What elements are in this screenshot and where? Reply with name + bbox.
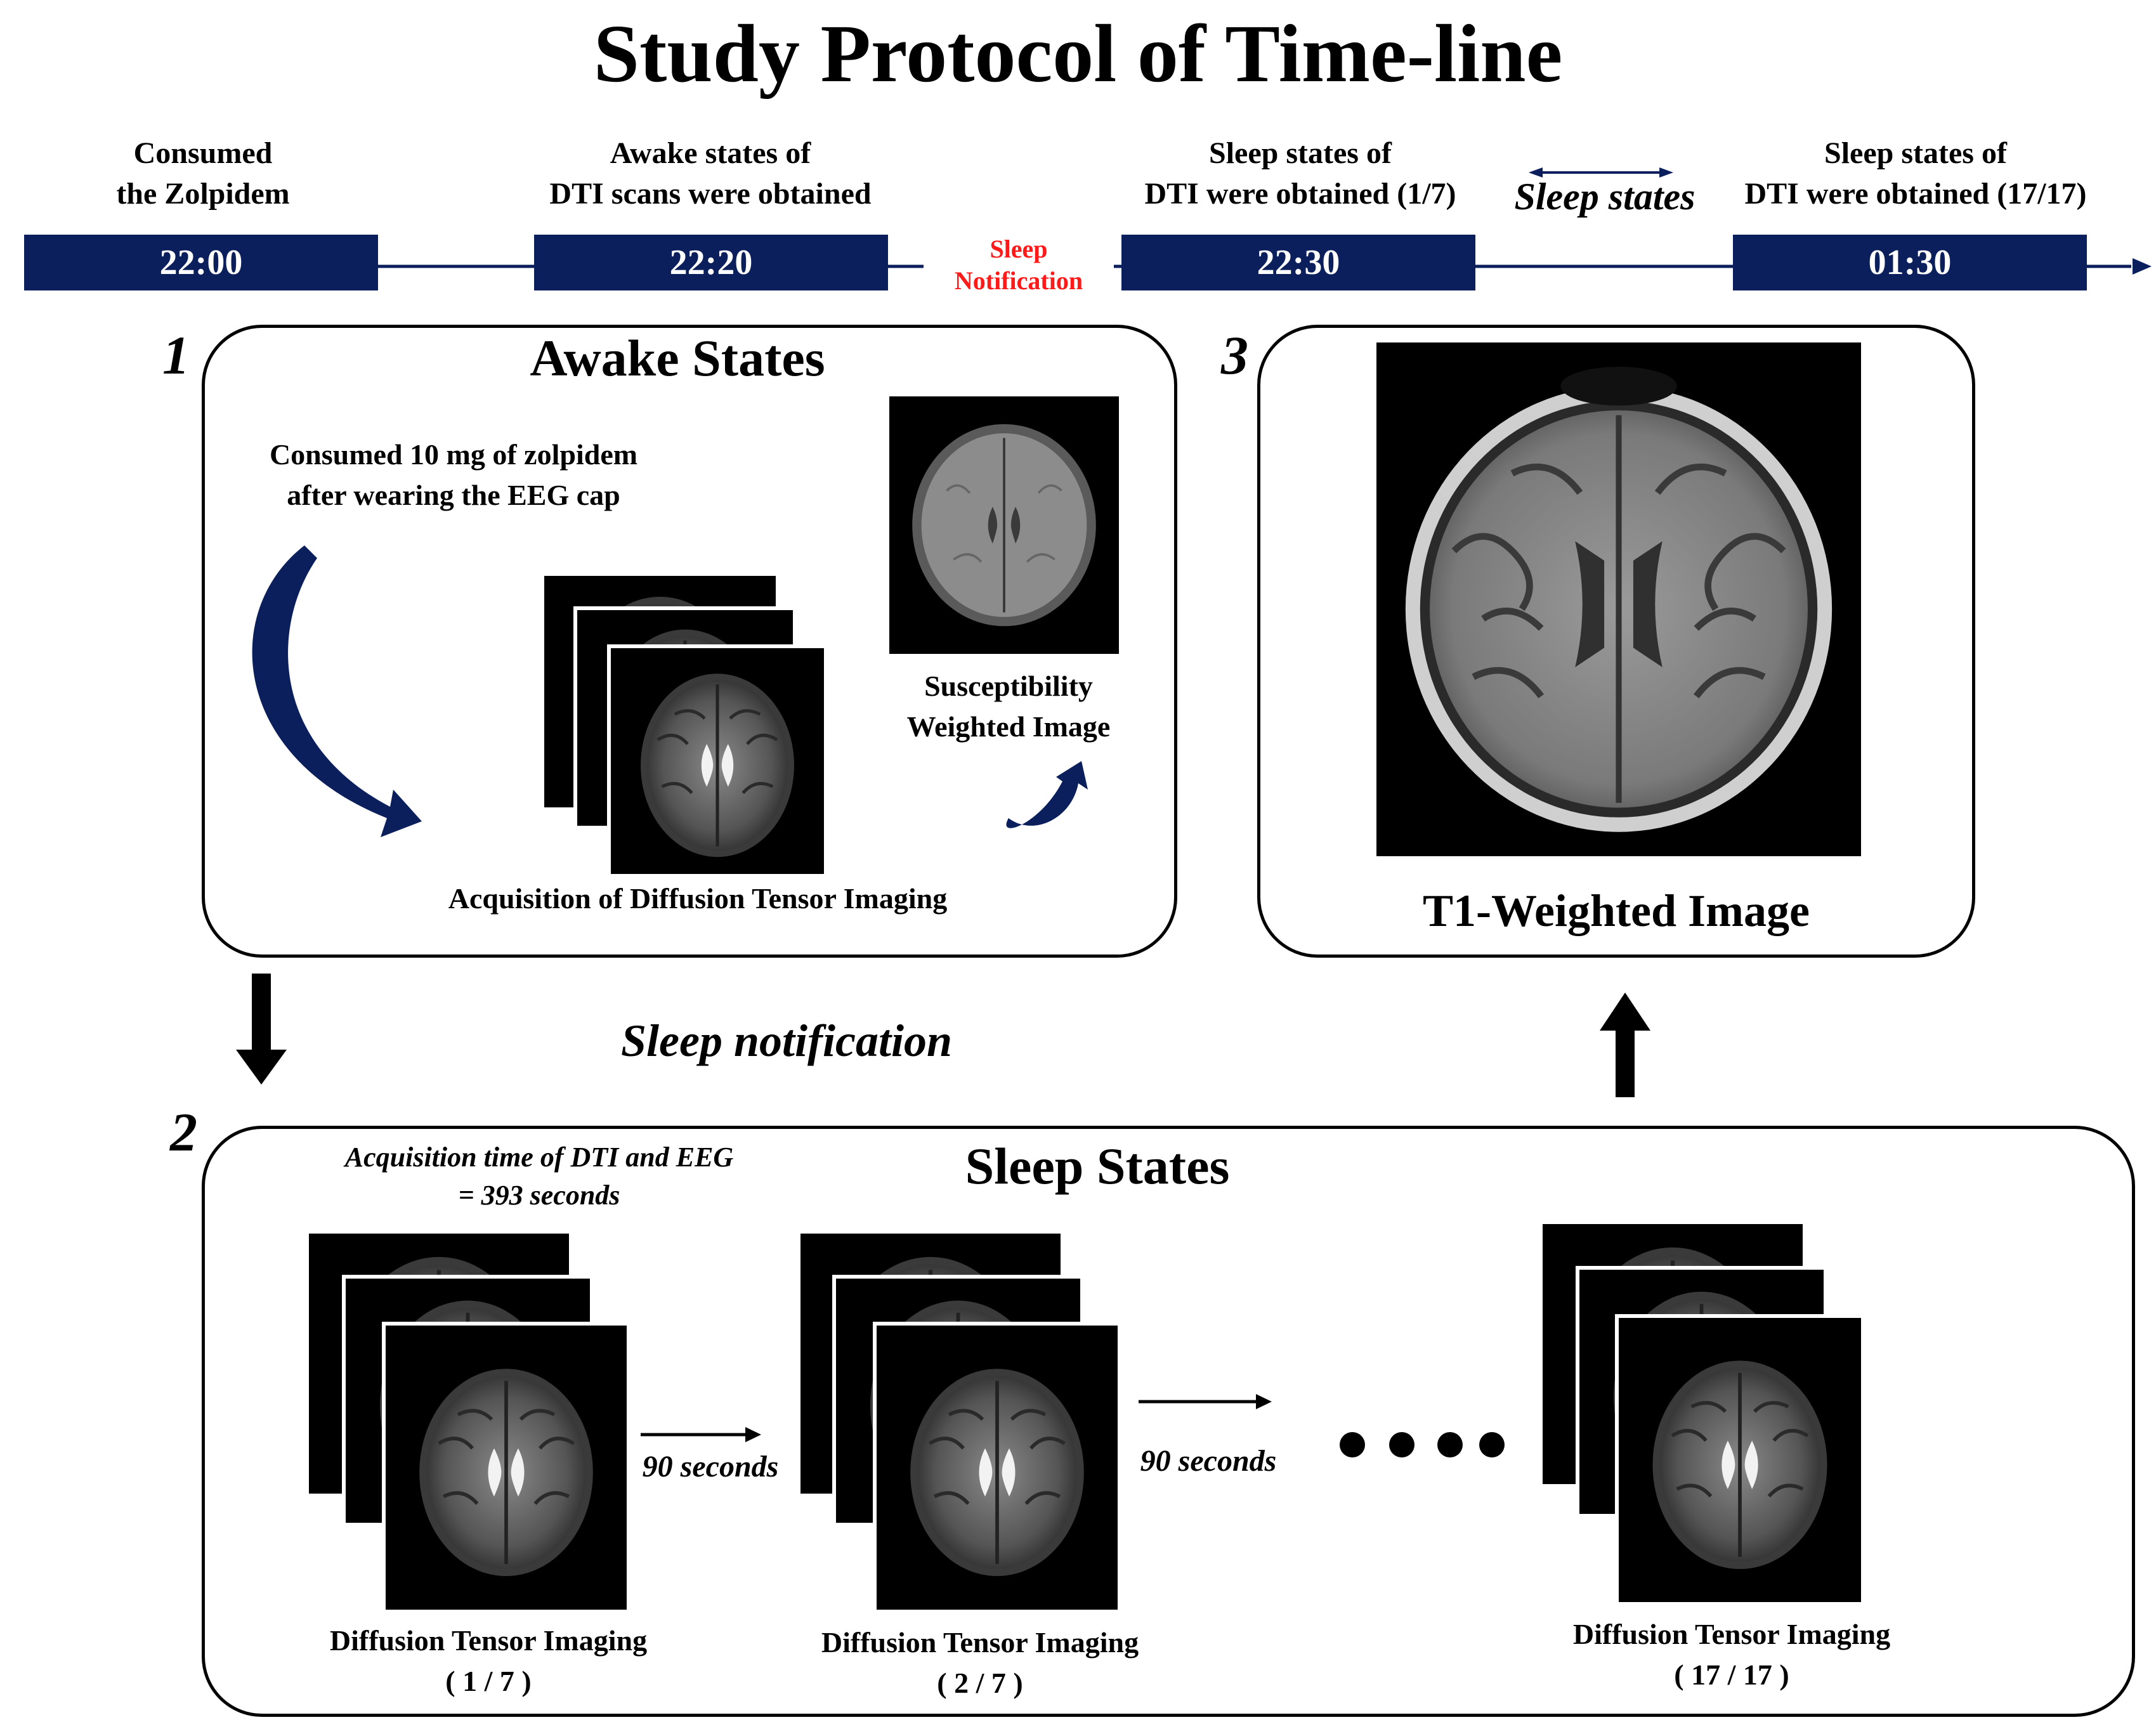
- panel-t1-weighted: [1257, 325, 1975, 958]
- sleep-dti-2-caption: Diffusion Tensor Imaging( 2 / 7 ): [821, 1626, 1139, 1699]
- panel-sleep-states: [202, 1126, 2135, 1717]
- panel-awake-states: [202, 325, 1177, 958]
- acquisition-time-note: Acquisition time of DTI and EEG= 393 sec…: [344, 1142, 734, 1211]
- sleep-notification-label: Sleep notification: [621, 1015, 952, 1066]
- panel-3-number: 3: [1221, 325, 1248, 386]
- swi-image: [889, 396, 1119, 654]
- sleep-dti-2-front: [877, 1326, 1118, 1610]
- panel-1-number: 1: [162, 325, 190, 386]
- interval-label-2: 90 seconds: [1140, 1444, 1277, 1478]
- panel-2-title: Sleep States: [965, 1137, 1230, 1195]
- dti-acquisition-caption: Acquisition of Diffusion Tensor Imaging: [448, 882, 948, 915]
- t1-caption: T1-Weighted Image: [1423, 885, 1810, 936]
- page-title: Study Protocol of Time-line: [593, 8, 1563, 100]
- panel-2-number: 2: [170, 1102, 197, 1163]
- sleep-dti-1-caption: Diffusion Tensor Imaging( 1 / 7 ): [329, 1624, 648, 1697]
- sleep-dti-1-front: [386, 1326, 627, 1610]
- time-box-0130: 01:30: [1733, 235, 2087, 290]
- ellipsis-dot-1: [1340, 1432, 1365, 1457]
- panel-1-title: Awake States: [530, 329, 825, 387]
- arrow-down-to-sleep: [236, 974, 287, 1085]
- timeline-arrowhead: [2133, 258, 2152, 275]
- sleep-states-label: Sleep states: [1514, 176, 1695, 218]
- dti-image-front: [611, 648, 824, 874]
- time-box-2200: 22:00: [24, 235, 378, 290]
- arrow-up-to-t1: [1600, 993, 1650, 1097]
- time-box-2230: 22:30: [1121, 235, 1475, 290]
- ellipsis-dot-4: [1479, 1432, 1505, 1457]
- t1-image: [1376, 342, 1861, 856]
- ellipsis-dot-3: [1437, 1432, 1463, 1457]
- sleep-dti-17-caption: Diffusion Tensor Imaging( 17 / 17 ): [1572, 1618, 1891, 1691]
- ellipsis-dot-2: [1389, 1432, 1414, 1457]
- curved-arrow-small: [1006, 761, 1088, 828]
- time-box-2220: 22:20: [534, 235, 888, 290]
- sleep-dti-17-front: [1619, 1318, 1861, 1602]
- interval-label-1: 90 seconds: [642, 1450, 779, 1483]
